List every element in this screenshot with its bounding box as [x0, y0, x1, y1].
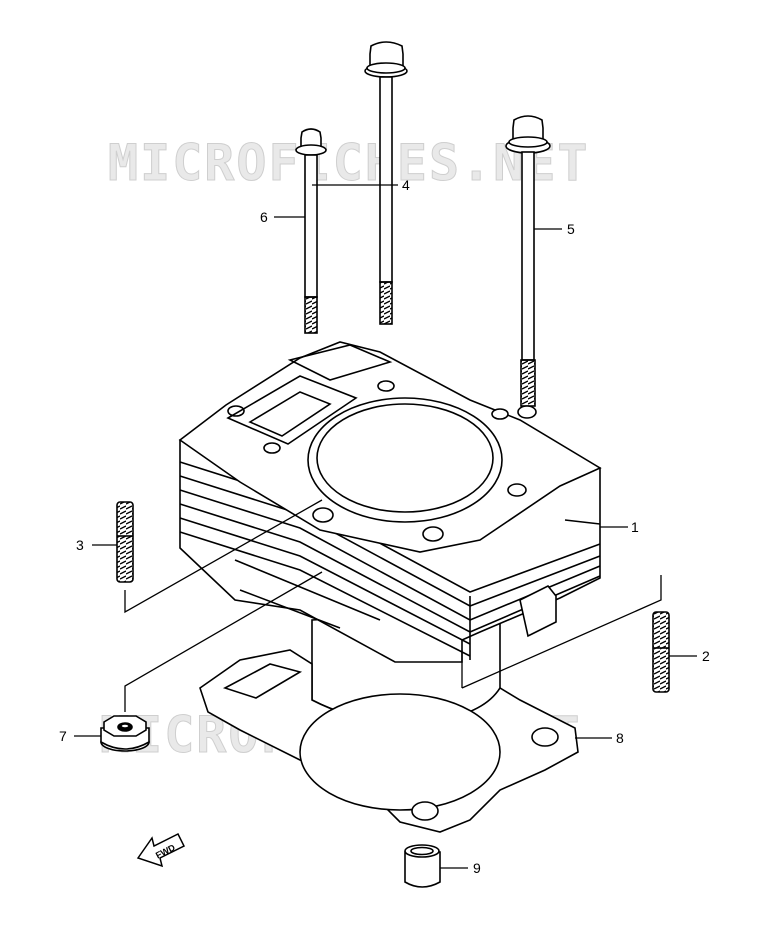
stud-3 [116, 501, 134, 583]
callout-7: 7 [59, 728, 67, 744]
gasket-8 [199, 649, 579, 833]
callout-6: 6 [260, 209, 268, 225]
callout-2: 2 [702, 648, 710, 664]
fwd-arrow-icon: FWD [136, 832, 186, 868]
callout-8: 8 [616, 730, 624, 746]
callout-3: 3 [76, 537, 84, 553]
callout-1: 1 [631, 519, 639, 535]
callout-4: 4 [402, 177, 410, 193]
dowel-pin-9 [404, 844, 441, 888]
cylinder-block [178, 341, 602, 724]
leader-lines [74, 184, 697, 869]
callout-5: 5 [567, 221, 575, 237]
bolt-4 [364, 41, 408, 325]
nut-7 [100, 715, 150, 752]
stud-2 [652, 611, 670, 693]
bolt-5 [505, 115, 551, 407]
bolt-6 [295, 128, 327, 334]
callout-9: 9 [473, 860, 481, 876]
